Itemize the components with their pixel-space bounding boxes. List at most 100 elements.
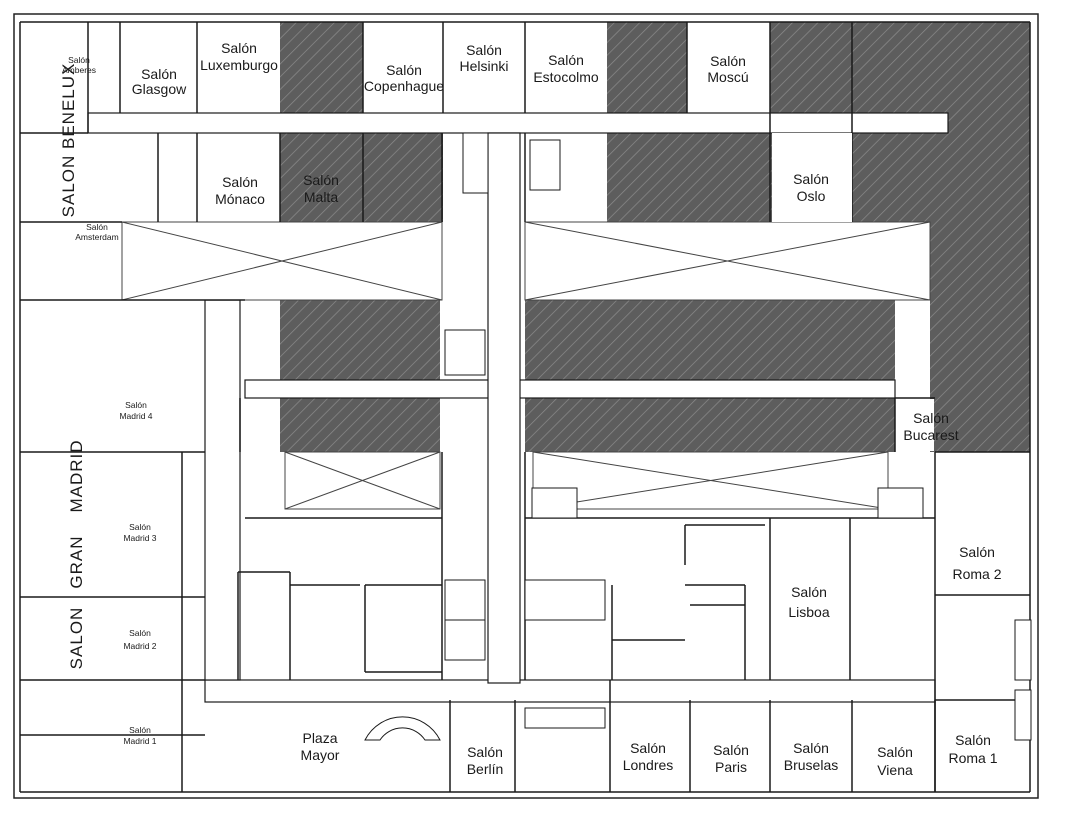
staircase xyxy=(1014,619,1032,681)
room-salon-monaco[interactable]: Salón Mónaco xyxy=(215,174,265,207)
room-label: Salón xyxy=(125,400,147,410)
room-label: Salón xyxy=(303,172,339,188)
room-label: Salón xyxy=(129,725,151,735)
room-label: Mónaco xyxy=(215,191,265,207)
room-label: Copenhague xyxy=(364,78,444,94)
hall-salon-benelux[interactable]: SALON BENELUX xyxy=(59,63,78,218)
vertical-label: MADRID xyxy=(67,439,86,512)
room-label: Salón xyxy=(467,744,503,760)
corridor-north xyxy=(87,112,949,134)
vertical-label: SALON BENELUX xyxy=(59,63,78,218)
room-label: Bucarest xyxy=(903,427,958,443)
corridor-middle xyxy=(244,379,896,399)
staircase xyxy=(524,707,606,729)
room-label: Malta xyxy=(304,189,338,205)
room-label: Salón xyxy=(793,171,829,187)
room-label: Salón xyxy=(222,174,258,190)
room-label: Salón xyxy=(791,584,827,600)
corridor-central xyxy=(487,132,521,684)
room-label: Londres xyxy=(623,757,674,773)
room-label: Salón xyxy=(713,742,749,758)
room-label: Roma 1 xyxy=(948,750,997,766)
room-salon-amsterdam[interactable]: Salón Amsterdam xyxy=(75,222,118,242)
room-label: Salón xyxy=(630,740,666,756)
staircase xyxy=(444,619,486,661)
room-label: Salón xyxy=(68,55,90,65)
room-label: Salón xyxy=(129,522,151,532)
elevator xyxy=(462,132,489,194)
room-label: Salón xyxy=(959,544,995,560)
room-label: Luxemburgo xyxy=(200,57,278,73)
room-salon-lisboa[interactable]: Salón Lisboa xyxy=(788,584,829,620)
staircase xyxy=(529,139,561,191)
room-salon-luxemburgo[interactable]: Salón Luxemburgo xyxy=(200,40,278,73)
room-salon-paris[interactable]: Salón Paris xyxy=(713,742,749,775)
room-salon-roma-1[interactable]: Salón Roma 1 xyxy=(948,732,997,766)
restricted-area xyxy=(930,222,1030,452)
room-label: Madrid 3 xyxy=(123,533,156,543)
corridors xyxy=(87,112,949,703)
room-label: Salón xyxy=(466,42,502,58)
room-label: Salón xyxy=(129,628,151,638)
room-salon-moscu[interactable]: Salón Moscú xyxy=(707,53,748,85)
elevator xyxy=(444,579,486,621)
restricted-area xyxy=(687,132,772,222)
hall-salon-gran-madrid[interactable]: SALON GRAN MADRID xyxy=(67,439,86,669)
room-label: Salón xyxy=(386,62,422,78)
vertical-label: GRAN xyxy=(67,535,86,588)
room-label: Salón xyxy=(877,744,913,760)
staircase xyxy=(877,487,924,519)
vertical-label: SALON xyxy=(67,607,86,670)
room-salon-oslo[interactable]: Salón Oslo xyxy=(772,133,852,222)
room-label: Salón xyxy=(913,410,949,426)
corridor-west xyxy=(204,299,241,681)
restricted-area xyxy=(363,132,443,222)
room-label: Glasgow xyxy=(132,81,187,97)
room-salon-roma-2[interactable]: Salón Roma 2 xyxy=(952,544,1001,582)
room-label: Oslo xyxy=(797,188,826,204)
restricted-area xyxy=(280,397,440,452)
room-label: Madrid 4 xyxy=(119,411,152,421)
room-plaza-mayor[interactable]: Plaza Mayor xyxy=(301,730,340,763)
room-salon-estocolmo[interactable]: Salón Estocolmo xyxy=(533,52,599,85)
room-label: Berlín xyxy=(467,761,504,777)
restricted-area xyxy=(280,300,440,380)
room-salon-glasgow[interactable]: Salón Glasgow xyxy=(132,66,187,97)
room-salon-madrid-4[interactable]: Salón Madrid 4 xyxy=(119,400,152,421)
room-label: Estocolmo xyxy=(533,69,599,85)
room-label: Mayor xyxy=(301,747,340,763)
room-label: Roma 2 xyxy=(952,566,1001,582)
room-label: Paris xyxy=(715,759,747,775)
room-salon-bucarest[interactable]: Salón Bucarest xyxy=(896,399,959,451)
room-label: Bruselas xyxy=(784,757,838,773)
stairs-elevators xyxy=(364,132,1032,741)
restricted-areas xyxy=(280,22,1030,452)
room-label: Viena xyxy=(877,762,913,778)
room-salon-viena[interactable]: Salón Viena xyxy=(877,744,913,778)
room-salon-bruselas[interactable]: Salón Bruselas xyxy=(784,740,838,773)
room-label: Madrid 2 xyxy=(123,641,156,651)
room-label: Salón xyxy=(793,740,829,756)
room-salon-berlin[interactable]: Salón Berlín xyxy=(467,744,504,777)
room-label: Helsinki xyxy=(459,58,508,74)
room-label: Madrid 1 xyxy=(123,736,156,746)
room-label: Salón xyxy=(141,66,177,82)
room-salon-madrid-1[interactable]: Salón Madrid 1 xyxy=(123,725,156,746)
room-salon-malta[interactable]: Salón Malta xyxy=(303,172,339,205)
room-salon-madrid-2[interactable]: Salón Madrid 2 xyxy=(123,628,156,651)
room-salon-londres[interactable]: Salón Londres xyxy=(623,740,674,773)
room-label: Plaza xyxy=(302,730,337,746)
room-salon-copenhague[interactable]: Salón Copenhague xyxy=(364,62,444,94)
staircase xyxy=(531,487,578,519)
room-label: Salón xyxy=(548,52,584,68)
restricted-area xyxy=(525,300,895,380)
room-label: Amberes xyxy=(62,65,96,75)
room-label: Salón xyxy=(710,53,746,69)
room-salon-helsinki[interactable]: Salón Helsinki xyxy=(459,42,508,74)
room-label: Salón xyxy=(955,732,991,748)
restricted-area xyxy=(525,397,895,452)
room-salon-madrid-3[interactable]: Salón Madrid 3 xyxy=(123,522,156,543)
room-salon-amberes[interactable]: Salón Amberes xyxy=(62,55,96,75)
corridor-south xyxy=(204,679,936,703)
